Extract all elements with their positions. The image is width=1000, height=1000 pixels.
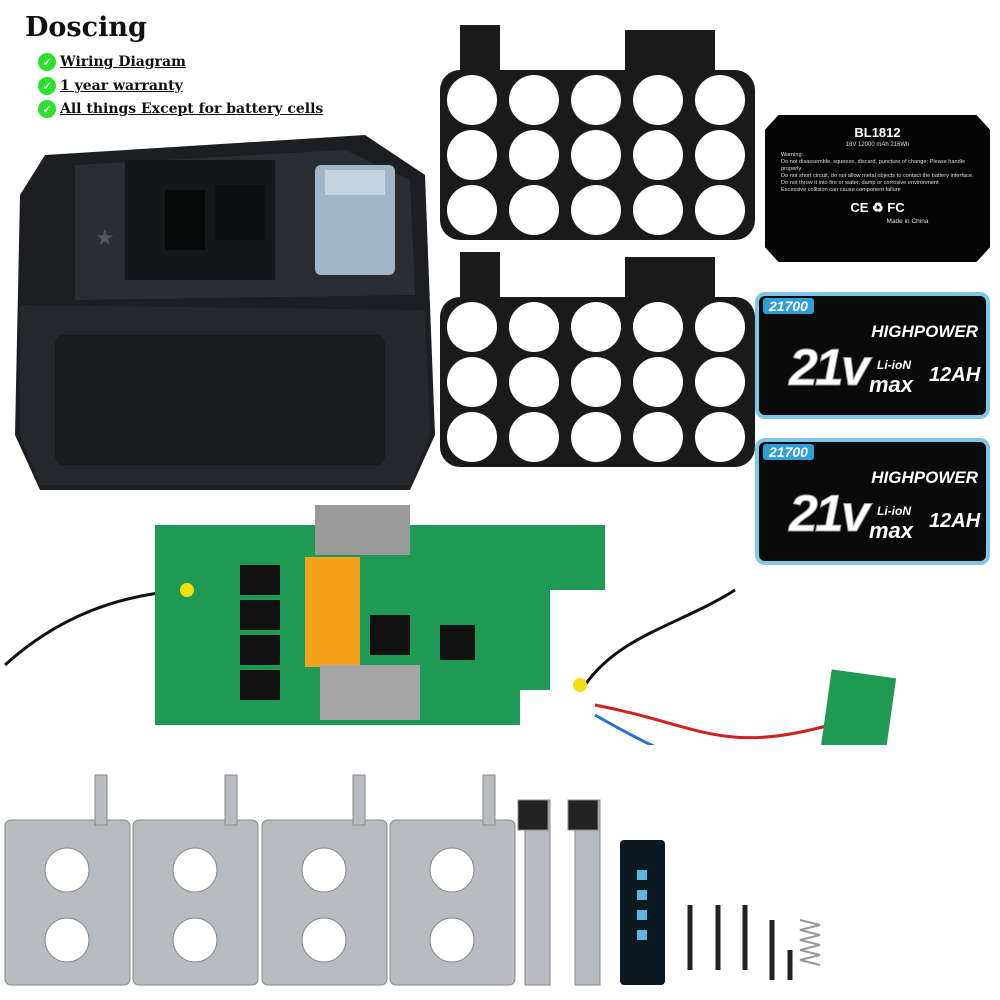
chem-text: Li-ioN [877,504,911,518]
voltage-text: 21v [789,485,871,544]
feature-item: ✓All things Except for battery cells [38,100,323,118]
voltage-text: 21v [789,339,871,398]
cell-label: 21700 HIGHPOWER 21v Li-ioN max 12AH [755,438,990,565]
cell-holder-image [440,252,755,467]
feature-item: ✓Wiring Diagram [38,53,186,71]
spec-text: 18V 12000 mAh 216Wh [845,142,910,148]
cell-holder-image [440,25,755,240]
brand-title: Doscing [25,12,147,43]
capacity-text: 12AH [929,510,981,532]
svg-text:★: ★ [95,225,115,250]
feature-text: Wiring Diagram [60,54,186,70]
capacity-text: 12AH [929,364,981,386]
check-circle-icon: ✓ [38,53,56,71]
nickel-strips-and-hardware [4,774,821,986]
highpower-text: HIGHPOWER [871,468,978,487]
cert-logos: CE ♻ FC [850,199,905,215]
warning-title: Warning: [781,152,804,158]
check-circle-icon: ✓ [38,100,56,118]
warning-line: Do not disassemble, squeeze, discard, pu… [781,158,966,172]
battery-case-image: ★ [15,135,435,490]
feature-text: 1 year warranty [60,78,183,94]
highpower-text: HIGHPOWER [871,322,978,341]
warning-line: Do not short circuit, do not allow metal… [781,172,974,179]
warning-line: Do not throw it into fire or water, damp… [781,179,939,186]
feature-text: All things Except for battery cells [60,101,324,117]
warning-line: Excessive collision can cause component … [781,186,901,193]
model-number: BL1812 [854,125,901,140]
battery-label: BL1812 18V 12000 mAh 216Wh Warning: Do n… [765,115,990,262]
cell-type: 21700 [763,444,814,460]
max-text: max [869,518,914,543]
origin-text: Made in China [886,217,929,225]
max-text: max [869,372,914,397]
check-circle-icon: ✓ [38,77,56,95]
cell-label: 21700 HIGHPOWER 21v Li-ioN max 12AH [755,292,990,419]
feature-item: ✓1 year warranty [38,77,183,95]
bms-pcb-image [3,505,897,745]
cell-type: 21700 [763,298,814,314]
chem-text: Li-ioN [877,358,911,372]
